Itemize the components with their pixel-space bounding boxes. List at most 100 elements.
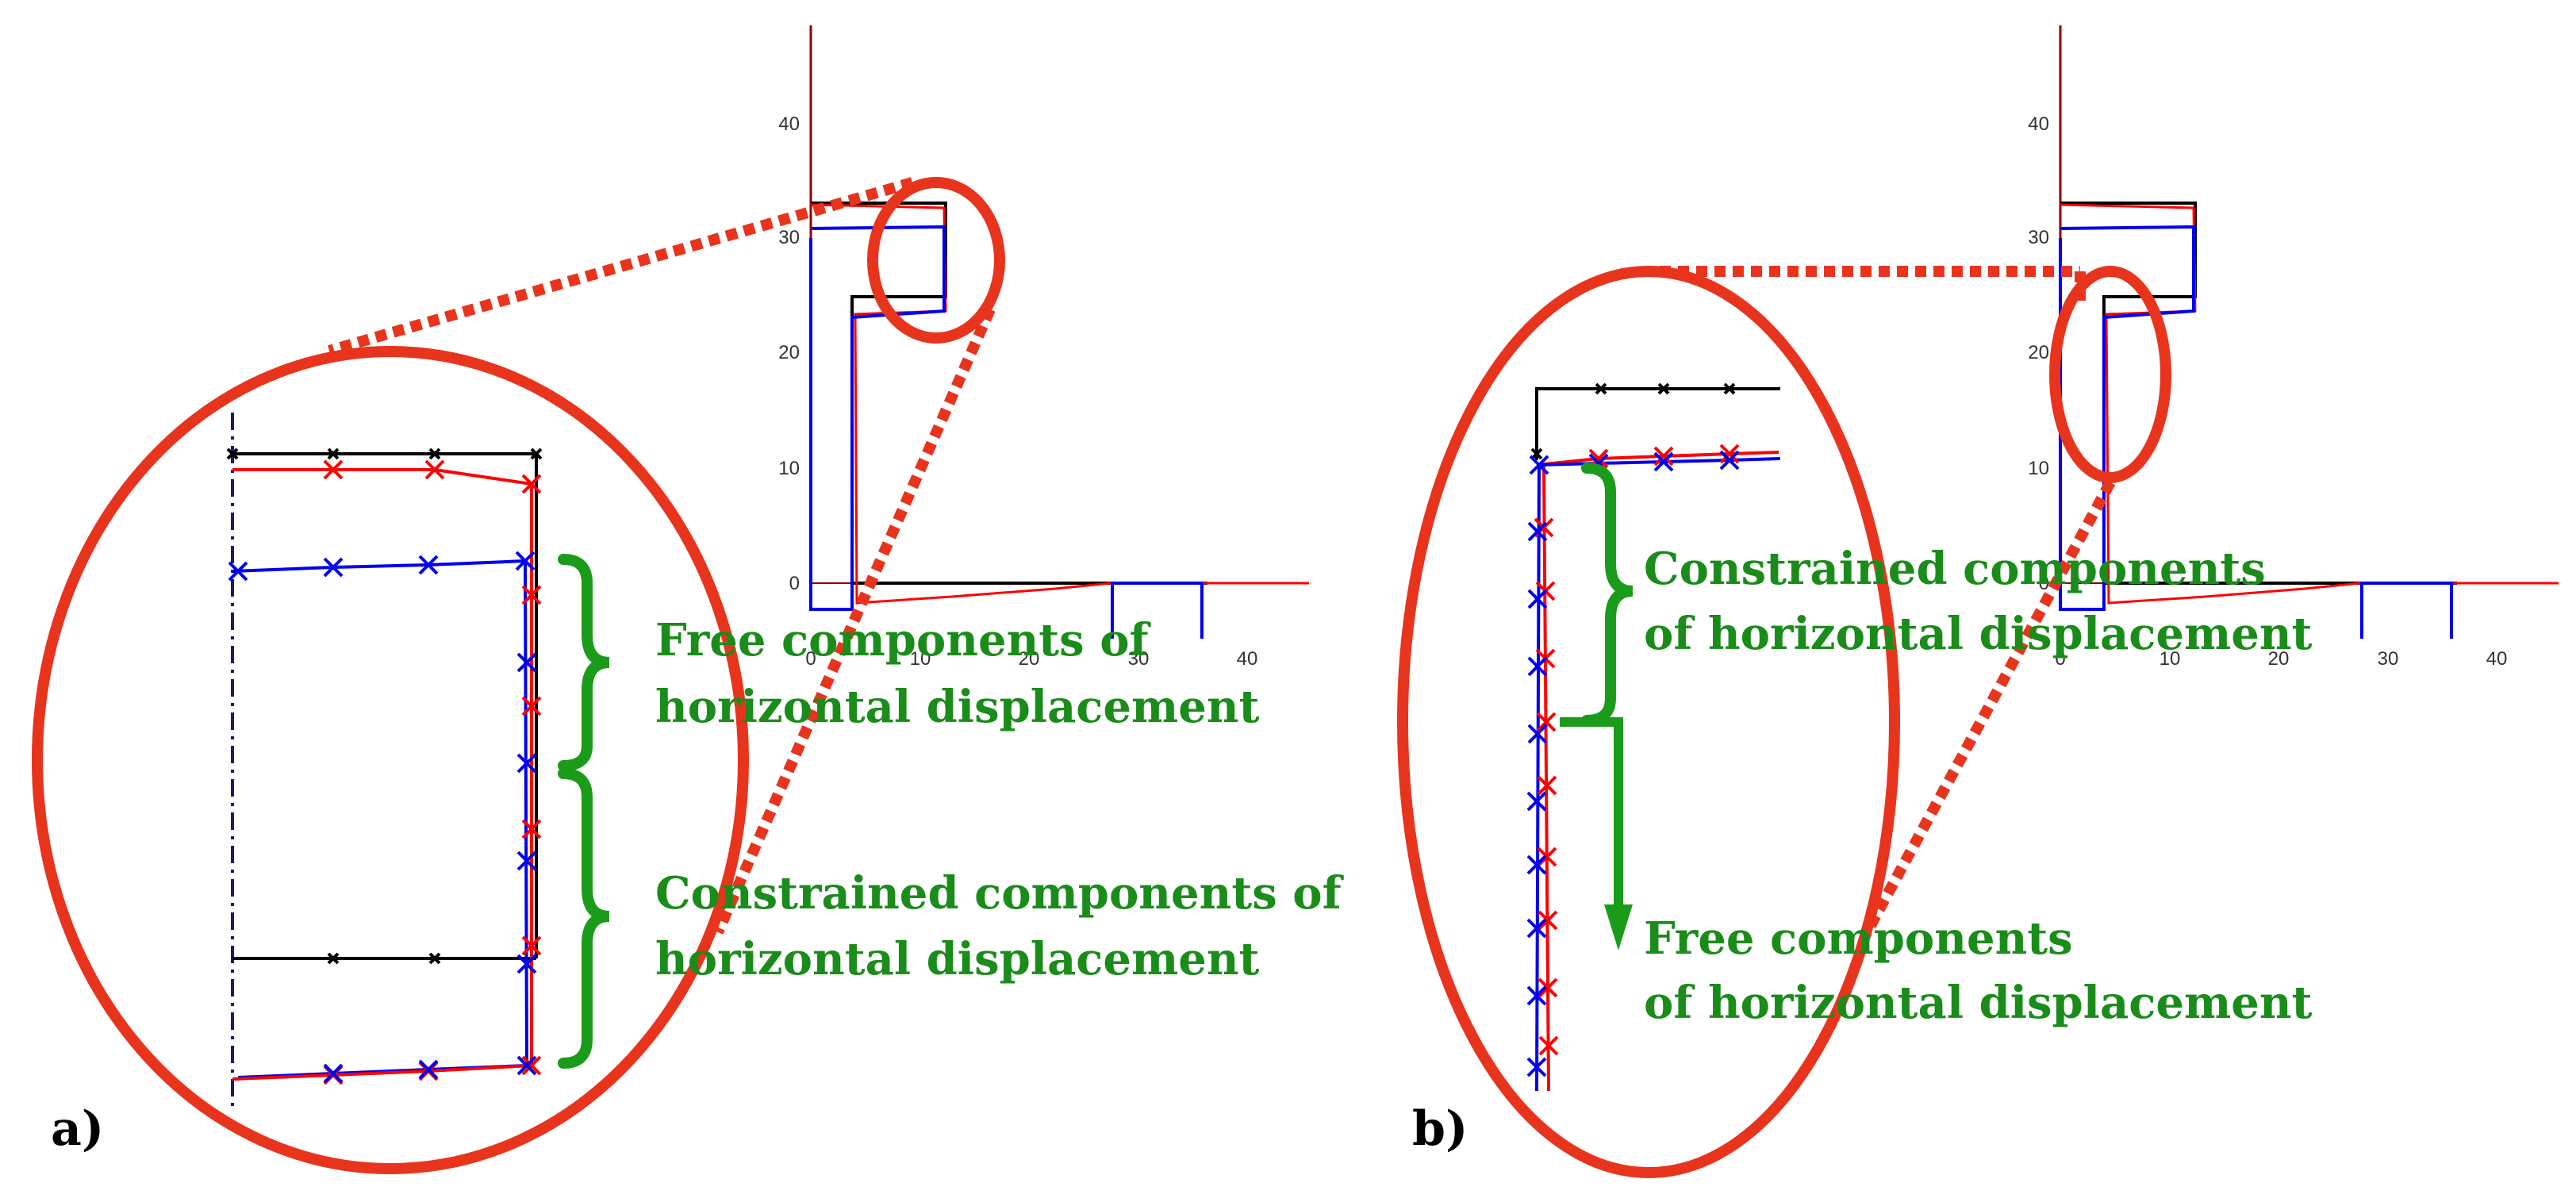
blue-node-marker: [228, 561, 248, 582]
blue-node-marker: [418, 1059, 439, 1080]
blue-node-marker: [516, 753, 537, 774]
brace-constrained-b: [1581, 463, 1634, 726]
annotation-free-a-line1: Free components of: [655, 614, 1152, 666]
blue-node-marker: [1653, 451, 1674, 472]
plot-a-blue-shape: [809, 225, 946, 611]
initial-node-marker: [530, 447, 543, 460]
annotation-constrained-a-line1: Constrained components of: [655, 867, 1345, 920]
red-node-marker: [1538, 910, 1558, 931]
plot-b-xtick-0: 0: [2055, 648, 2065, 670]
blue-node-marker: [1527, 589, 1548, 609]
panel-label-a: a): [51, 1101, 104, 1157]
red-series-a-bottom: [232, 1064, 532, 1081]
initial-node-marker: [428, 952, 441, 965]
initial-node-marker: [1657, 382, 1670, 395]
annotation-free-a-line2: horizontal displacement: [655, 681, 1260, 733]
red-node-marker: [1538, 977, 1558, 998]
red-node-marker: [1536, 712, 1557, 732]
plot-b-xtick-20: 20: [2268, 648, 2290, 670]
red-node-marker: [521, 1055, 542, 1076]
red-node-marker: [1537, 775, 1557, 796]
plot-a-initial-shape: [811, 202, 1207, 585]
plot-b-xtick-10: 10: [2159, 648, 2181, 670]
plot-b-blue-shape: [2059, 225, 2195, 611]
red-node-marker: [323, 459, 344, 480]
plot-b-xtick-30: 30: [2378, 648, 2399, 670]
blue-node-marker: [1526, 791, 1547, 812]
plot-b-xtick-40: 40: [2486, 648, 2508, 670]
red-node-marker: [521, 585, 542, 605]
zoom-region-a: [867, 177, 1005, 344]
blue-node-marker: [1529, 455, 1549, 475]
magnified-view-b: [1397, 266, 1900, 1178]
blue-node-marker: [516, 652, 537, 673]
zoom-connector-a-top: [328, 177, 914, 356]
plot-b-blue-block: [2360, 582, 2453, 639]
plot-a-ytick-30: 30: [778, 227, 800, 248]
plot-a-ytick-0: 0: [789, 573, 800, 594]
panel-a: 0 10 20 30 40 0 10 20 30 40: [32, 25, 1345, 1174]
red-node-marker: [1537, 847, 1557, 867]
blue-series-b: [1535, 457, 1781, 1092]
initial-node-marker: [226, 447, 239, 460]
initial-node-marker: [327, 952, 340, 965]
red-node-marker: [521, 696, 542, 716]
plot-a-xtick-20: 20: [1019, 648, 1040, 670]
free-arrow-b: [1560, 717, 1633, 950]
blue-node-marker: [1526, 985, 1547, 1006]
initial-node-marker: [1595, 382, 1607, 395]
blue-node-marker: [1527, 724, 1548, 744]
plot-a-xtick-10: 10: [910, 648, 931, 670]
blue-node-marker: [516, 851, 537, 871]
plot-a-xtick-40: 40: [1237, 648, 1258, 670]
zoom-connector-a-bottom: [712, 307, 996, 935]
plot-a-ytick-20: 20: [778, 342, 800, 363]
magnified-content-a: [226, 413, 610, 1111]
red-node-marker: [521, 935, 542, 956]
red-node-marker: [1653, 446, 1674, 467]
blue-node-marker: [1526, 1057, 1547, 1077]
marker-group-b: [1526, 382, 1740, 1077]
blue-node-marker: [1526, 918, 1547, 939]
blue-node-marker: [323, 1063, 344, 1084]
plot-a-xtick-30: 30: [1128, 648, 1150, 670]
red-node-marker: [521, 474, 542, 494]
plot-b-initial-shape: [2060, 202, 2457, 585]
panel-b: 0 10 20 30 40 0 10 20 30 40: [1397, 25, 2559, 1178]
plot-b-ytick-40: 40: [2028, 113, 2049, 135]
brace-constrained-a: [558, 768, 610, 1069]
blue-node-marker: [1526, 854, 1547, 875]
plot-b: 0 10 20 30 40 0 10 20 30 40: [2028, 25, 2559, 670]
blue-node-marker: [1527, 656, 1548, 677]
plot-a-ytick-40: 40: [778, 113, 800, 135]
plot-b-ytick-0: 0: [2039, 573, 2049, 594]
initial-node-marker: [327, 447, 340, 460]
red-node-marker: [1719, 444, 1740, 464]
plot-a: 0 10 20 30 40 0 10 20 30 40: [778, 25, 1309, 670]
blue-node-marker: [516, 1055, 537, 1076]
annotation-free-b-line1: Free components: [1644, 912, 2073, 965]
plot-b-ytick-10: 10: [2028, 458, 2049, 479]
initial-shape-b: [1535, 387, 1780, 460]
annotation-constrained-b-line1: Constrained components: [1644, 543, 2266, 595]
blue-node-marker: [1527, 521, 1548, 542]
initial-node-marker: [1530, 447, 1543, 460]
red-node-marker: [521, 819, 542, 839]
annotation-constrained-a-line2: horizontal displacement: [655, 933, 1260, 985]
plot-a-blue-block: [1111, 582, 1204, 639]
panel-label-b: b): [1412, 1101, 1468, 1157]
marker-group-a: [226, 447, 543, 1085]
zoom-region-b: [2049, 266, 2171, 483]
blue-node-marker: [515, 551, 536, 571]
annotation-free-b-line2: of horizontal displacement: [1644, 977, 2313, 1029]
blue-node-marker: [516, 954, 537, 974]
blue-node-marker: [323, 557, 344, 578]
plot-b-ytick-20: 20: [2028, 342, 2049, 363]
blue-node-marker: [1719, 450, 1740, 470]
annotation-constrained-b-line2: of horizontal displacement: [1644, 608, 2313, 660]
brace-free-a: [558, 554, 610, 771]
initial-node-marker: [1723, 382, 1736, 395]
magnified-content-b: [1526, 382, 1781, 1092]
magnified-view-a: [32, 346, 749, 1174]
